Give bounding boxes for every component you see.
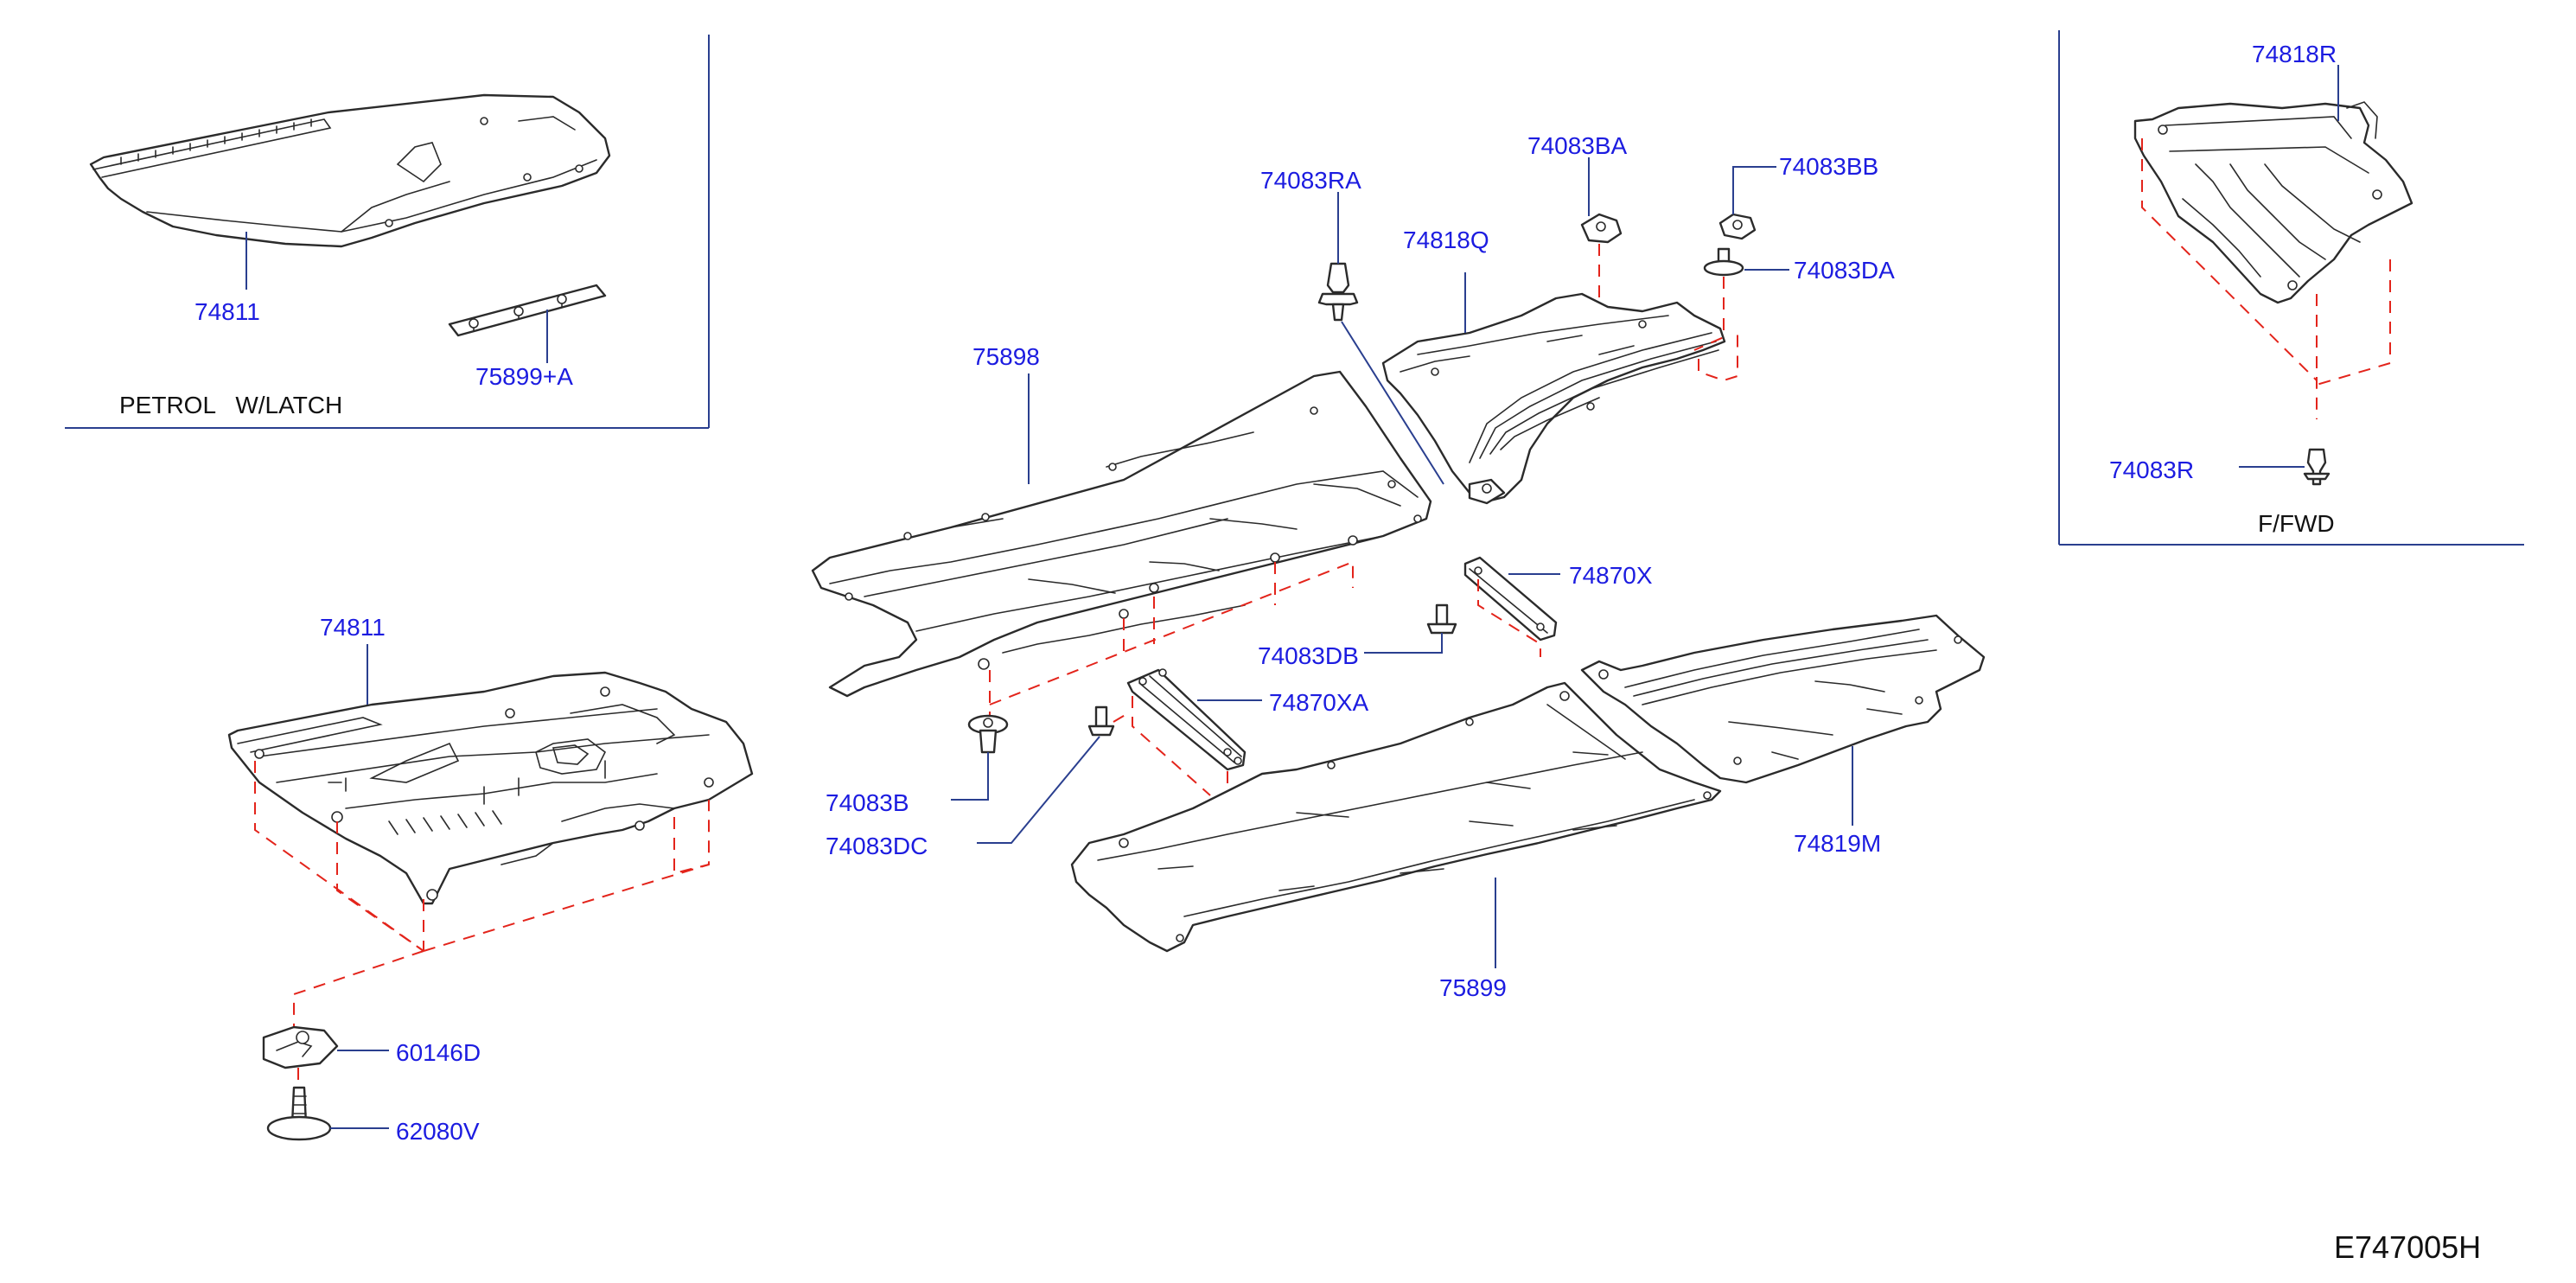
- part-75898-panel: [811, 370, 1432, 698]
- label-74083ba: 74083BA: [1527, 132, 1628, 159]
- part-74083bb-clip: [1718, 213, 1757, 240]
- part-74818r-cover: [2133, 101, 2413, 304]
- guide-74083da: [1693, 277, 1738, 382]
- label-74870x: 74870X: [1569, 562, 1653, 589]
- part-74083dc-clip: [1087, 705, 1115, 737]
- guide-75898-bottom: [989, 560, 1354, 705]
- part-74083b-clip: [967, 714, 1009, 754]
- part-74818q-cover: [1381, 292, 1726, 505]
- part-60146d-clip: [262, 1025, 339, 1069]
- label-74811-top: 74811: [194, 298, 260, 325]
- guide-74811-to-clip: [293, 950, 424, 1033]
- leader-74083b: [951, 752, 989, 801]
- guide-75898-drops: [1123, 562, 1276, 657]
- label-74870xa: 74870XA: [1269, 689, 1369, 716]
- diagram-code: E747005H: [2334, 1229, 2481, 1265]
- part-74870xa-bracket: [1126, 668, 1247, 771]
- label-74083bb: 74083BB: [1779, 153, 1878, 180]
- guide-74870x: [1477, 579, 1541, 657]
- part-74083ra-clip: [1317, 262, 1359, 322]
- label-74083db: 74083DB: [1258, 642, 1359, 669]
- label-75899a: 75899+A: [475, 363, 573, 390]
- guide-74818r-left: [2141, 138, 2318, 419]
- leader-74083db: [1364, 633, 1443, 654]
- label-74818q: 74818Q: [1403, 227, 1489, 253]
- part-74083da-clip: [1703, 247, 1744, 277]
- guide-74811-right: [673, 800, 710, 875]
- guide-74811-bottom: [423, 864, 710, 952]
- label-74083da: 74083DA: [1794, 257, 1895, 284]
- inset-frame-ffwd: [2058, 30, 2524, 546]
- part-74811-petrol-cover: [89, 93, 611, 248]
- part-75899a-bracket: [448, 284, 607, 337]
- label-74819m: 74819M: [1794, 830, 1881, 857]
- label-74811-bottom: 74811: [320, 614, 386, 641]
- label-75898: 75898: [972, 343, 1040, 370]
- part-74083r-clip: [2303, 448, 2331, 486]
- label-60146d: 60146D: [396, 1039, 481, 1066]
- label-74083b: 74083B: [826, 789, 909, 816]
- label-75899: 75899: [1439, 974, 1507, 1001]
- note-petrol-latch: PETROL W/LATCH: [119, 392, 342, 418]
- part-74083db-clip: [1426, 603, 1457, 635]
- leader-74083dc: [977, 736, 1100, 844]
- label-74818r: 74818R: [2252, 41, 2337, 67]
- inset-frame-petrol-latch: [65, 35, 710, 429]
- label-74083r: 74083R: [2109, 456, 2194, 483]
- guide-74870xa: [1132, 696, 1228, 796]
- label-62080v: 62080V: [396, 1118, 480, 1145]
- part-74083ba-clip: [1580, 213, 1623, 244]
- guide-74083dc: [1113, 712, 1129, 723]
- part-74870x-bracket: [1463, 556, 1558, 642]
- guide-74083ra-to-74818q: [1341, 321, 1444, 485]
- part-74811-undercover: [227, 671, 754, 905]
- part-62080v-screw: [266, 1086, 332, 1141]
- part-74819m-cover: [1580, 614, 1986, 784]
- guide-74818r-right: [2316, 259, 2391, 386]
- note-ffwd: F/FWD: [2258, 510, 2335, 537]
- label-74083ra: 74083RA: [1260, 167, 1361, 194]
- guide-74811-mid: [336, 821, 424, 952]
- leader-74083bb: [1732, 166, 1776, 214]
- part-75899-panel: [1070, 681, 1722, 953]
- label-74083dc: 74083DC: [826, 833, 928, 859]
